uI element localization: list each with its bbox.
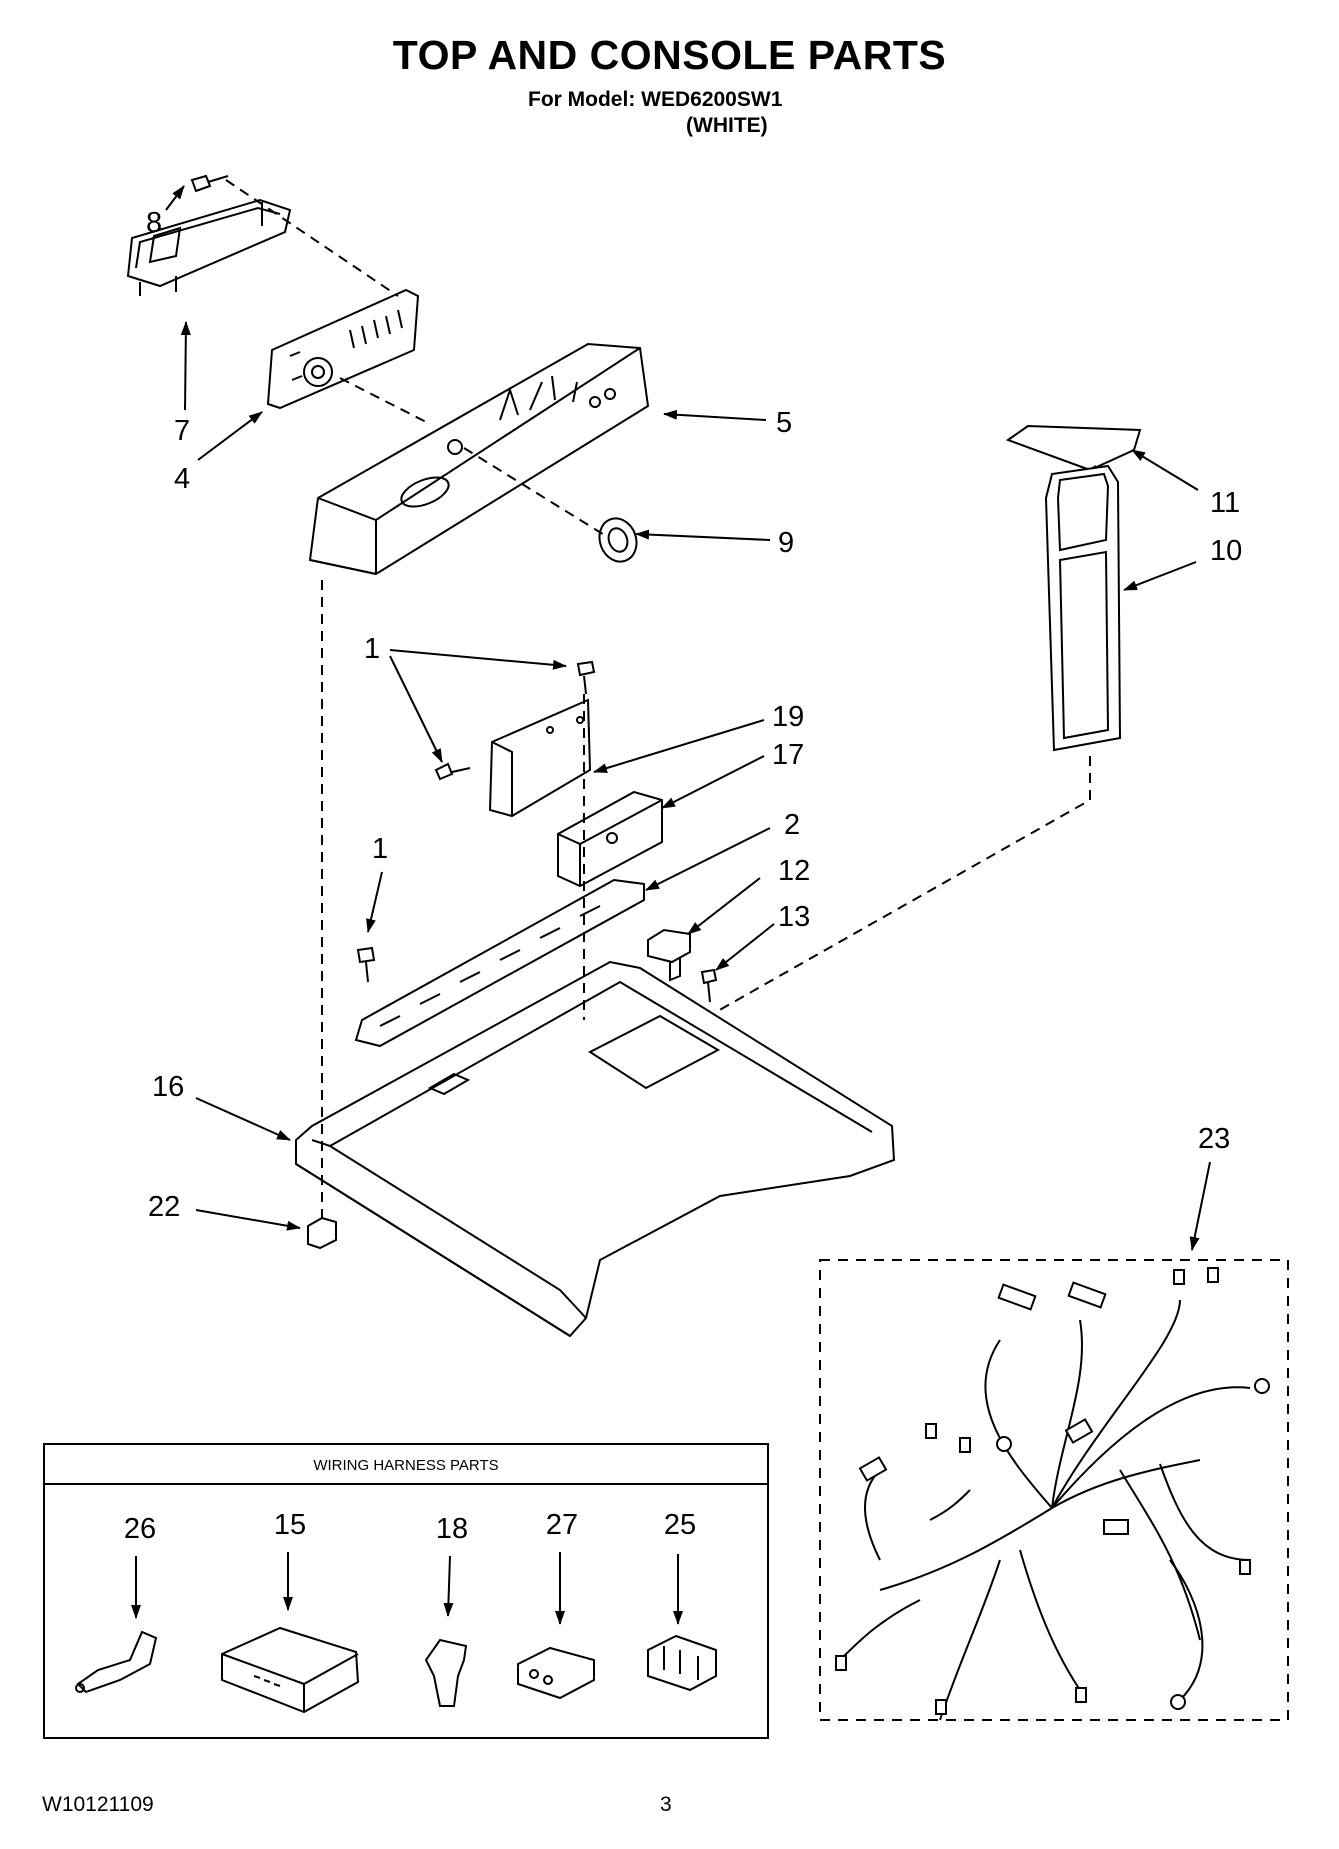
bracket-19-drawing — [488, 698, 592, 818]
callout-11: 11 — [1210, 487, 1240, 519]
screw-8-drawing — [190, 174, 229, 193]
wh-part-26: 26 — [124, 1513, 156, 1545]
screw-1b-drawing — [434, 762, 471, 781]
connector-25-drawing — [647, 1634, 717, 1692]
screw-1c-drawing — [356, 946, 376, 983]
callout-8: 8 — [146, 207, 162, 239]
callout-labels: 1 1 1 2 4 5 7 8 9 10 11 12 13 16 17 19 2… — [146, 207, 1242, 1223]
callout-19: 19 — [772, 701, 804, 733]
callout-7: 7 — [174, 415, 190, 447]
screw-1a-drawing — [576, 660, 596, 695]
callout-16: 16 — [152, 1071, 184, 1103]
page-number: 3 — [660, 1793, 672, 1816]
terminal-26-drawing — [75, 1630, 158, 1694]
callout-10: 10 — [1210, 535, 1242, 567]
callout-1c: 1 — [372, 833, 388, 865]
connector-15-drawing — [221, 1626, 360, 1714]
control-board-4-drawing — [266, 288, 420, 410]
callout-23: 23 — [1198, 1123, 1230, 1155]
knob-9-drawing — [598, 517, 638, 563]
wiring-harness-title: WIRING HARNESS PARTS — [313, 1457, 498, 1474]
lint-screen-10-drawing — [1044, 464, 1122, 752]
assembly-lines — [225, 179, 1091, 1226]
callout-13: 13 — [778, 901, 810, 933]
block-27-drawing — [517, 1646, 595, 1700]
console-5-drawing — [308, 342, 650, 576]
callout-5: 5 — [776, 407, 792, 439]
console-bracket-7-drawing — [126, 198, 292, 296]
top-panel-16-drawing — [295, 960, 896, 1338]
wh-part-15: 15 — [274, 1509, 306, 1541]
callout-2: 2 — [784, 809, 800, 841]
screw-13-drawing — [700, 968, 718, 1003]
wiring-harness-box: WIRING HARNESS PARTS 26 15 18 27 25 — [43, 1443, 769, 1739]
wh-part-27: 27 — [546, 1509, 578, 1541]
foot-22-drawing — [307, 1216, 337, 1250]
callout-9: 9 — [778, 527, 794, 559]
wh-part-25: 25 — [664, 1509, 696, 1541]
clip-18-drawing — [424, 1638, 468, 1707]
wh-part-18: 18 — [436, 1513, 468, 1545]
callout-17: 17 — [772, 739, 804, 771]
lint-cover-11-drawing — [1005, 424, 1142, 472]
console-strip-2-drawing — [354, 878, 645, 1048]
page-title: TOP AND CONSOLE PARTS — [392, 32, 947, 78]
callout-1b: 1 — [364, 633, 380, 665]
callout-leaders — [165, 185, 1211, 1251]
callout-22: 22 — [148, 1191, 180, 1223]
clip-12-drawing — [647, 928, 691, 982]
wire-harness-23-drawing — [819, 1259, 1289, 1721]
terminal-block-17-drawing — [557, 790, 663, 888]
document-number: W10121109 — [42, 1793, 154, 1816]
callout-4: 4 — [174, 463, 190, 495]
model-line: For Model: WED6200SW1 — [528, 88, 783, 111]
callout-12: 12 — [778, 855, 810, 887]
color-line: (WHITE) — [686, 114, 768, 137]
